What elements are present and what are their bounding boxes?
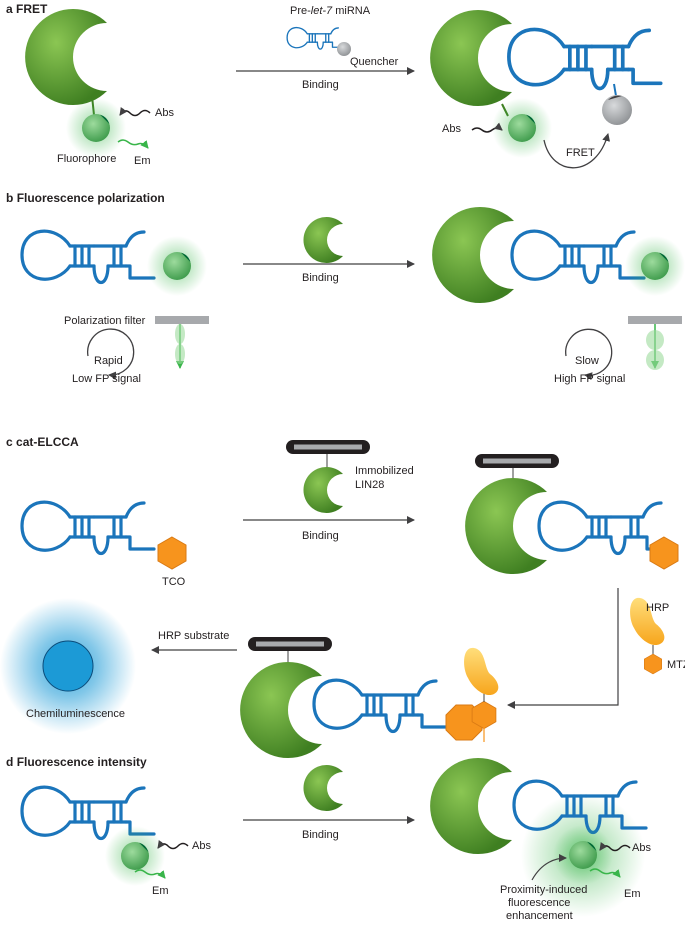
polarization-filter-label: Polarization filter	[64, 315, 146, 327]
pre-let7-rna	[286, 26, 344, 50]
em-arrow	[117, 139, 149, 149]
polarization-filter-left	[155, 316, 209, 324]
lin28-small-d	[303, 765, 343, 811]
lin28-label: LIN28	[78, 63, 107, 75]
quencher-label: Quencher	[350, 56, 399, 68]
lin28-bound-d	[430, 758, 512, 854]
plate-small	[286, 440, 370, 454]
abs-d-label: Abs	[192, 840, 211, 852]
mtz-label: MTZ	[667, 659, 685, 671]
fluorophore	[66, 98, 126, 158]
panel-c: c cat-ELCCA TCO Immobilized LIN28 Bindin…	[0, 435, 685, 758]
rna-bound-a	[507, 27, 663, 91]
abs-right-label: Abs	[442, 123, 461, 135]
pre-let7-label: Pre-let-7 miRNA	[290, 5, 371, 17]
mtz-hexagon	[644, 653, 662, 675]
fluorophore-d-right	[553, 825, 613, 885]
hrp-substrate-label: HRP substrate	[158, 630, 229, 642]
em-d-right-label: Em	[624, 888, 641, 900]
fluorophore-b-left	[147, 236, 207, 296]
hrp-label: HRP	[646, 602, 669, 614]
panel-b: b Fluorescence polarization Polarization…	[6, 191, 685, 385]
immobilized-label-2: LIN28	[355, 479, 384, 491]
panel-b-title: Fluorescence polarization	[17, 191, 165, 205]
enhancement-label-3: enhancement	[506, 910, 573, 922]
slow-rotation	[565, 328, 613, 381]
svg-text:b Fluorescence polarization: b Fluorescence polarization	[6, 191, 165, 205]
rna-left-b	[20, 229, 156, 285]
fluorophore-d-left	[105, 826, 165, 886]
hrp-bound	[464, 647, 499, 696]
panel-a-letter: a	[6, 2, 13, 16]
svg-text:a FRET: a FRET	[6, 2, 48, 16]
em-label: Em	[134, 155, 151, 167]
svg-text:d Fluorescence intensity: d Fluorescence intensity	[6, 755, 147, 769]
rna-final	[312, 678, 448, 734]
immobilized-lin28	[303, 467, 343, 513]
rapid-label: Rapid	[94, 355, 123, 367]
lin28-bound	[430, 9, 512, 106]
panel-a-title: FRET	[16, 2, 48, 16]
lin28-final	[240, 662, 322, 758]
panel-d-title: Fluorescence intensity	[17, 755, 147, 769]
binding-label-b: Binding	[302, 272, 339, 284]
tco-bound-hexagon	[649, 536, 679, 570]
panel-d-letter: d	[6, 755, 13, 769]
binding-label-c: Binding	[302, 530, 339, 542]
rna-bound-b	[510, 229, 646, 285]
rna-left-c	[20, 500, 156, 556]
immobilized-label-1: Immobilized	[355, 465, 414, 477]
binding-label-d: Binding	[302, 829, 339, 841]
enhancement-label-1: Proximity-induced	[500, 884, 587, 896]
low-fp-label: Low FP signal	[72, 373, 141, 385]
lin28-bound-b	[432, 207, 514, 303]
panel-d: d Fluorescence intensity Abs Em Binding …	[6, 755, 651, 922]
tco-hexagon	[157, 536, 187, 570]
lin28-protein	[25, 8, 107, 105]
high-fp-label: High FP signal	[554, 373, 625, 385]
hrp-enzyme	[630, 597, 665, 646]
slow-label: Slow	[575, 355, 599, 367]
chemiluminescence-bead	[42, 640, 94, 692]
binding-label-a: Binding	[302, 79, 339, 91]
lin28-small-b	[303, 217, 343, 263]
hrp-arrow	[507, 588, 619, 709]
abs-arrow	[119, 106, 151, 117]
lin28-bound-c	[465, 478, 547, 574]
panel-b-letter: b	[6, 191, 13, 205]
panel-c-letter: c	[6, 435, 13, 449]
quencher-small	[337, 42, 351, 56]
chemiluminescence-label: Chemiluminescence	[26, 708, 125, 720]
svg-text:c cat-ELCCA: c cat-ELCCA	[6, 435, 79, 449]
fret-arrow	[543, 133, 611, 169]
plate-bottom	[248, 637, 332, 651]
enhancement-label-2: fluorescence	[508, 897, 570, 909]
fret-label: FRET	[566, 147, 595, 159]
fluorophore-bound	[492, 98, 552, 158]
panel-a: a FRET LIN28 Fluorophore Abs Em Pre-let-…	[6, 2, 663, 169]
abs-d-right-label: Abs	[632, 842, 651, 854]
panel-c-title: cat-ELCCA	[16, 435, 79, 449]
plate-right	[475, 454, 559, 468]
polarization-filter-right	[628, 316, 682, 324]
quencher-bound	[602, 95, 632, 125]
tco-label: TCO	[162, 576, 186, 588]
fluorophore-label: Fluorophore	[57, 153, 116, 165]
fluorophore-b-right	[625, 236, 685, 296]
rapid-rotation	[87, 328, 135, 380]
em-d-label: Em	[152, 885, 169, 897]
abs-label: Abs	[155, 107, 174, 119]
